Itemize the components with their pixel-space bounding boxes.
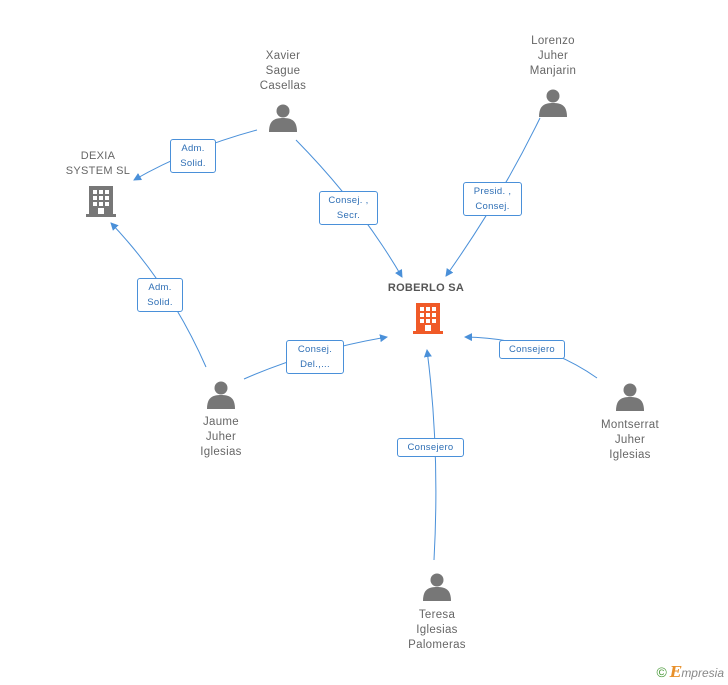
edge-label-xavier-roberlo[interactable]: Consej. , Secr. [319,191,378,225]
brand-logo[interactable]: Empresia [670,663,724,681]
node-label-dexia[interactable]: DEXIA SYSTEM SL [65,150,131,177]
node-label-jaume[interactable]: Jaume Juher Iglesias [200,416,242,458]
person-icon[interactable] [539,89,567,118]
main-building-icon[interactable] [413,303,443,334]
node-label-montserrat[interactable]: Montserrat Juher Iglesias [601,419,659,461]
brand-name: mpresia [681,666,724,680]
footer-brand: © Empresia [657,663,724,681]
edge-label-jaume-dexia[interactable]: Adm. Solid. [137,278,183,312]
edge-label-xavier-dexia[interactable]: Adm. Solid. [170,139,216,173]
node-label-teresa[interactable]: Teresa Iglesias Palomeras [408,609,466,651]
person-icon[interactable] [207,381,235,410]
building-icon[interactable] [86,186,116,217]
node-label-lorenzo[interactable]: Lorenzo Juher Manjarin [529,35,577,77]
node-label-roberlo[interactable]: ROBERLO SA [387,282,465,294]
edge-lines [110,117,598,561]
edge-label-lorenzo-roberlo[interactable]: Presid. , Consej. [463,182,522,216]
edge-label-montserrat-roberlo[interactable]: Consejero [499,340,565,359]
copyright-symbol: © [656,664,667,680]
node-label-xavier[interactable]: Xavier Sague Casellas [259,50,307,92]
person-icon[interactable] [423,573,451,602]
edge-label-jaume-roberlo[interactable]: Consej. Del.,... [286,340,344,374]
person-icon[interactable] [616,383,644,412]
brand-initial: E [669,663,682,681]
person-icon[interactable] [269,104,297,133]
edge-label-teresa-roberlo[interactable]: Consejero [397,438,464,457]
